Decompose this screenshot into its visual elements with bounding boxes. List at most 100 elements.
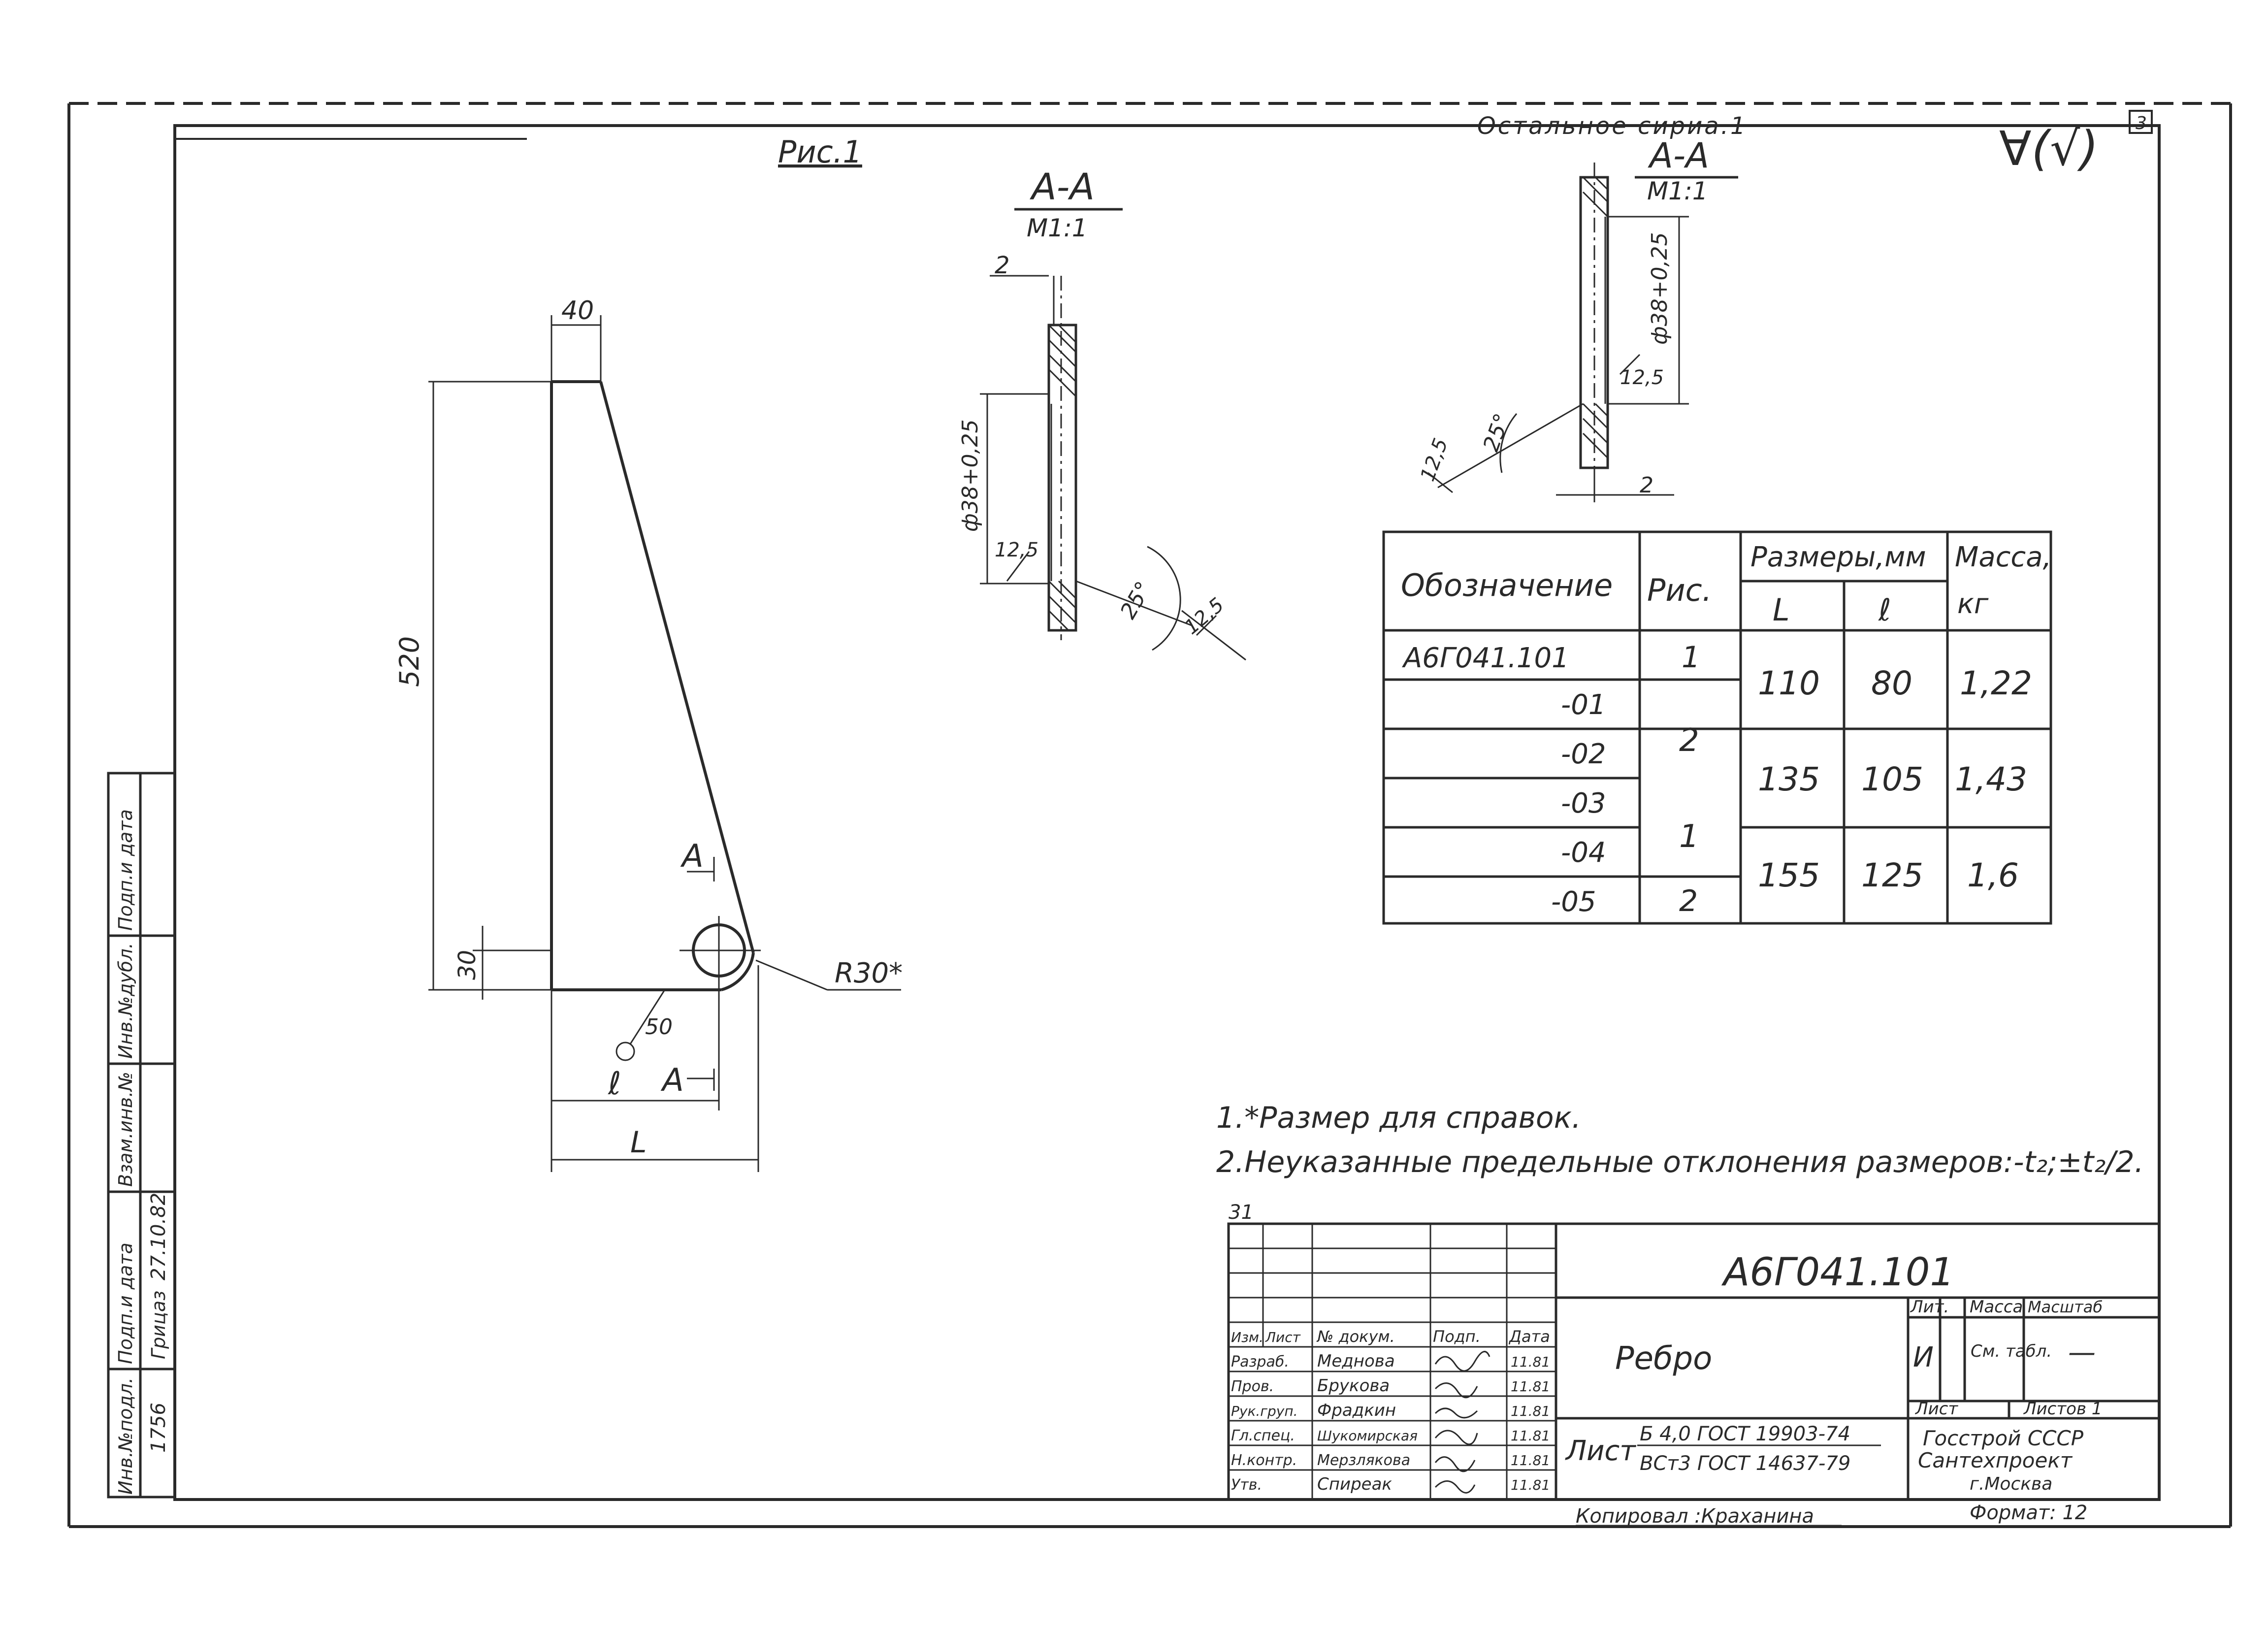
dim-50: 50 <box>645 1014 673 1040</box>
value-L: 155 <box>1758 856 1820 894</box>
stamp-label-inv: Инв.№подл. <box>115 1377 136 1495</box>
sheet-mark-box <box>2129 110 2153 134</box>
section-left-diameter: ф38+0,25 <box>958 420 983 532</box>
stamp-label-replace: Взам.инв.№ <box>115 1072 136 1187</box>
designation-cell: А6Г041.101 <box>1402 642 1569 674</box>
section-left-title: А-А <box>1030 166 1095 208</box>
designation-cell: -03 <box>1561 787 1606 819</box>
figure-cell: 1 <box>1682 640 1700 675</box>
figure-label: Рис.1 <box>778 134 862 170</box>
designation-cell: -04 <box>1561 837 1606 869</box>
date-cell: 11.81 <box>1511 1477 1550 1493</box>
section-left: А-А М1:1 2 ф38+0,25 12,5 25° <box>958 166 1246 661</box>
copied-by: Копировал :Краханина <box>1576 1505 1814 1528</box>
material-prefix: Лист <box>1565 1435 1636 1467</box>
designation-cell: -01 <box>1561 689 1606 721</box>
material-top: Б 4,0 ГОСТ 19903-74 <box>1640 1423 1850 1445</box>
dim-40: 40 <box>561 296 594 326</box>
section-right-thickness: 2 <box>1640 473 1653 498</box>
designation-cell: -05 <box>1551 886 1596 918</box>
role-cell: Пров. <box>1231 1378 1274 1395</box>
org-line-1: Госстрой СССР <box>1923 1426 2084 1450</box>
section-mark-top: А <box>680 838 704 875</box>
stamp-inv-no: 1756 <box>147 1403 170 1453</box>
top-note: Остальное сириа.1 <box>1477 112 1748 140</box>
value-L: 110 <box>1758 664 1820 702</box>
roughness-symbol: ∀(√) <box>1999 121 2099 176</box>
value-L: 135 <box>1758 760 1820 798</box>
section-right-rough-side: 12,5 <box>1620 366 1664 389</box>
sheet-label: Лист <box>1914 1399 1958 1419</box>
role-cell: Утв. <box>1231 1476 1262 1494</box>
value-l: 105 <box>1861 760 1923 798</box>
dim-radius: R30* <box>835 957 903 989</box>
section-left-thickness: 2 <box>995 252 1010 279</box>
lit-header: Лит. <box>1910 1297 1949 1317</box>
value-l: 125 <box>1861 856 1923 894</box>
stamp-label-dup: Инв.№дубл. <box>115 943 136 1059</box>
name-cell: Спиреак <box>1317 1474 1392 1494</box>
org-line-2: Сантехпроект <box>1918 1448 2073 1472</box>
name-cell: Брукова <box>1317 1376 1390 1396</box>
sheet-format: Формат: 12 <box>1970 1501 2087 1524</box>
note-2: 2.Неуказанные предельные отклонения разм… <box>1216 1145 2144 1179</box>
section-left-rough-side: 12,5 <box>995 539 1038 561</box>
role-cell: Рук.груп. <box>1231 1403 1298 1419</box>
scale-value: — <box>2068 1337 2096 1369</box>
header-cell-sign: Подп. <box>1433 1327 1481 1346</box>
value-mass: 1,6 <box>1967 856 2019 894</box>
dim-30: 30 <box>454 950 481 980</box>
date-cell: 11.81 <box>1511 1378 1550 1395</box>
sheets-label: Листов 1 <box>2023 1399 2102 1419</box>
name-cell: Меднова <box>1317 1351 1395 1371</box>
stamp-date: 27.10.82 <box>147 1193 170 1280</box>
header-cell-change: Изм. <box>1231 1329 1264 1345</box>
role-cell: Гл.спец. <box>1231 1427 1295 1444</box>
date-cell: 11.81 <box>1511 1403 1550 1419</box>
note-1: 1.*Размер для справок. <box>1216 1101 1581 1135</box>
figure-cell: 1 <box>1679 818 1699 855</box>
name-cell: Мерзлякова <box>1317 1452 1410 1469</box>
lit-value: И <box>1913 1341 1934 1373</box>
section-right-title: А-А <box>1648 135 1709 176</box>
date-cell: 11.81 <box>1511 1428 1550 1444</box>
header-cell-sheet: Лист <box>1265 1329 1301 1345</box>
name-cell: Фрадкин <box>1317 1401 1396 1420</box>
stamp-label-sign2: Подп.и дата <box>115 809 136 931</box>
part-view: 40 520 30 50 R30* А А ℓ L <box>394 296 903 1172</box>
variants-table: Обозначение Рис. Размеры,мм L ℓ Масса, к… <box>1382 530 2052 925</box>
header-figure: Рис. <box>1647 572 1712 608</box>
value-mass: 1,22 <box>1960 664 2032 702</box>
material-bottom: ВСт3 ГОСТ 14637-79 <box>1640 1452 1850 1475</box>
section-left-scale: М1:1 <box>1027 214 1088 242</box>
header-designation: Обозначение <box>1401 567 1613 603</box>
date-cell: 11.81 <box>1511 1354 1550 1370</box>
sheet-mark: 3 <box>2136 113 2147 133</box>
stamp-signature: Грицаз <box>148 1291 169 1359</box>
stamp-label-sign1: Подп.и дата <box>115 1242 136 1364</box>
header-l: ℓ <box>1878 592 1891 628</box>
value-l: 80 <box>1871 664 1912 702</box>
header-cell-doc: № докум. <box>1316 1327 1395 1346</box>
side-stamp: Инв.№подл. Подп.и дата Взам.инв.№ Инв.№д… <box>107 772 176 1499</box>
header-mass-unit: кг <box>1957 588 1989 620</box>
role-cell: Н.контр. <box>1231 1452 1297 1469</box>
header-dimensions: Размеры,мм <box>1750 541 1926 573</box>
section-mark-bottom: А <box>660 1062 684 1099</box>
figure-cell: 2 <box>1679 884 1698 918</box>
signatures <box>1434 1351 1490 1494</box>
header-L: L <box>1773 592 1790 628</box>
mass-value: См. табл. <box>1971 1341 2052 1361</box>
title-block: 31 <box>1227 1201 2161 1501</box>
name-cell: Шукомирская <box>1317 1428 1418 1444</box>
doc-code: А6Г041.101 <box>1721 1250 1954 1295</box>
figure-cell: 2 <box>1679 722 1699 759</box>
value-mass: 1,43 <box>1955 760 2027 798</box>
designation-cell: -02 <box>1561 738 1606 770</box>
section-right-scale: М1:1 <box>1647 177 1708 205</box>
small-mark: 31 <box>1229 1201 1254 1224</box>
date-cell: 11.81 <box>1511 1452 1550 1468</box>
dim-l: ℓ <box>608 1066 621 1102</box>
section-right-diameter: ф38+0,25 <box>1647 232 1672 345</box>
